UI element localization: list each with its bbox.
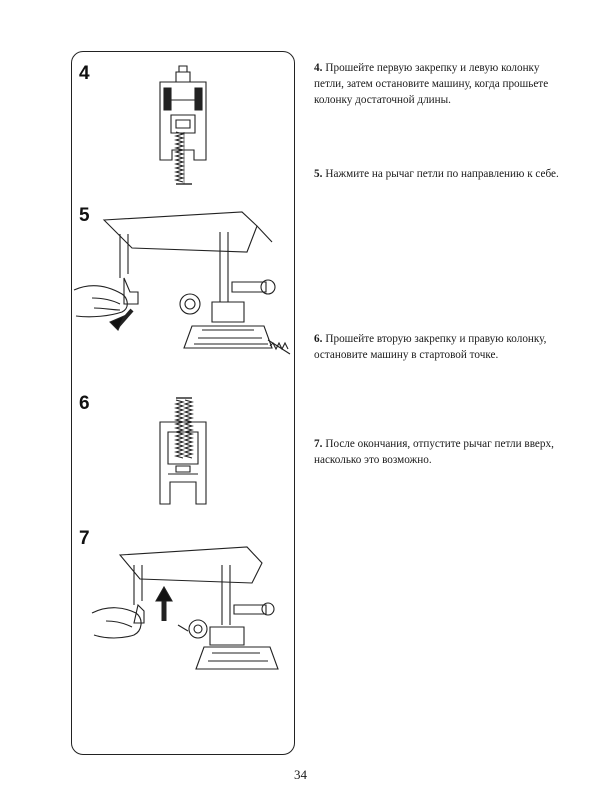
instruction-step-7: 7.После окончания, отпустите рычаг петли… bbox=[314, 436, 564, 468]
instruction-number-7: 7. bbox=[314, 438, 323, 450]
instruction-step-4: 4.Прошейте первую закрепку и левую колон… bbox=[314, 60, 564, 108]
figure-step-number-5: 5 bbox=[79, 205, 90, 226]
instruction-number-5: 5. bbox=[314, 168, 323, 180]
instruction-text-6: Прошейте вторую закрепку и правую колонк… bbox=[314, 333, 547, 361]
machine-lever-release-illustration-step-7 bbox=[72, 546, 296, 677]
buttonhole-foot-illustration-step-6 bbox=[72, 394, 296, 519]
instruction-text-5: Нажмите на рычаг петли по направлению к … bbox=[325, 168, 559, 180]
instruction-text-4: Прошейте первую закрепку и левую колонку… bbox=[314, 62, 549, 106]
figure-step-number-6: 6 bbox=[79, 393, 90, 414]
machine-lever-pull-illustration-step-5 bbox=[72, 211, 296, 387]
figure-step-number-4: 4 bbox=[79, 63, 90, 84]
illustration-panel: 4 5 bbox=[71, 51, 295, 755]
instruction-text-7: После окончания, отпустите рычаг петли в… bbox=[314, 438, 554, 466]
page-number: 34 bbox=[294, 767, 307, 782]
buttonhole-foot-illustration-step-4 bbox=[72, 60, 296, 200]
instruction-number-4: 4. bbox=[314, 62, 323, 74]
figure-step-number-7: 7 bbox=[79, 528, 90, 549]
instruction-step-6: 6.Прошейте вторую закрепку и правую коло… bbox=[314, 331, 564, 363]
instruction-step-5: 5.Нажмите на рычаг петли по направлению … bbox=[314, 166, 564, 182]
instruction-number-6: 6. bbox=[314, 333, 323, 345]
